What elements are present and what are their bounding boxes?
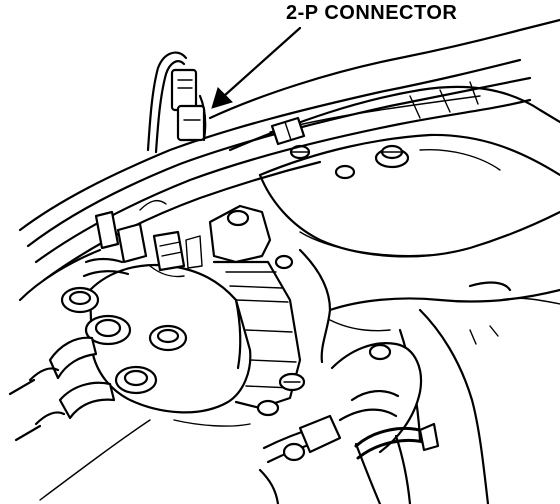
distributor-wiring xyxy=(82,210,203,278)
vacuum-tube xyxy=(258,414,342,504)
engine-block xyxy=(298,248,560,504)
detail-lines xyxy=(39,199,499,501)
callout-arrow xyxy=(211,26,302,109)
distributor-cap-towers xyxy=(60,286,188,395)
spark-plug-boots xyxy=(8,336,116,442)
valve-cover-bolt xyxy=(334,144,410,180)
coolant-hose xyxy=(330,342,422,504)
wire-clamp xyxy=(270,116,306,146)
two-pin-connector-callout-label: 2-P CONNECTOR xyxy=(286,2,458,24)
two-pin-connector xyxy=(170,68,206,142)
hose-clamp xyxy=(354,422,440,460)
spark-plug-wires xyxy=(18,58,532,302)
distributor-bolts xyxy=(256,372,306,417)
